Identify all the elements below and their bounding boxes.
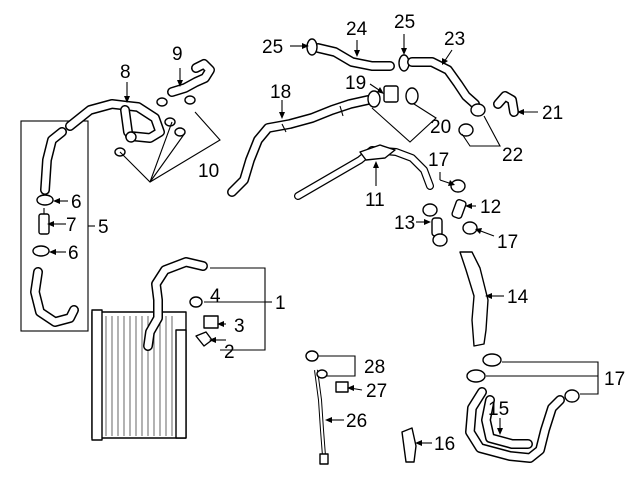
coolant-hose-5 — [30, 127, 79, 327]
fitting-3 — [203, 315, 219, 329]
callout-6-upper: 6 — [71, 192, 82, 213]
callout-15: 15 — [488, 399, 509, 420]
connector-12 — [451, 198, 467, 220]
hose-clamp-22-a — [470, 103, 486, 117]
callout-21: 21 — [542, 103, 563, 124]
hose-clamp-17-mid-b — [462, 221, 478, 235]
callout-23: 23 — [444, 29, 465, 50]
coolant-hose-9 — [167, 59, 215, 97]
group-5-bracket — [20, 120, 95, 332]
callout-25-left: 25 — [262, 37, 283, 58]
hose-clamp-17-lower-b — [466, 369, 486, 383]
callout-12: 12 — [480, 197, 501, 218]
connector-19 — [383, 85, 399, 103]
callout-17-mid: 17 — [497, 232, 518, 253]
coolant-pipe-11 — [294, 144, 434, 200]
hose-clamp-17-upper — [450, 179, 466, 193]
callout-11: 11 — [365, 190, 385, 211]
seal-rings-10 — [114, 95, 221, 183]
hose-clamp-17-lower-a — [482, 353, 502, 367]
plug-27 — [335, 381, 349, 393]
callout-26: 26 — [346, 411, 367, 432]
seal-28-b — [316, 369, 328, 379]
hose-clamp-13 — [422, 203, 438, 217]
coolant-pipe-14 — [459, 251, 489, 347]
callout-4: 4 — [210, 286, 221, 307]
callout-17-lower: 17 — [604, 369, 625, 390]
callout-16: 16 — [434, 434, 455, 455]
callout-14: 14 — [507, 287, 529, 308]
callout-27: 27 — [366, 381, 387, 402]
callout-20: 20 — [430, 117, 451, 138]
callout-19: 19 — [345, 73, 366, 94]
bracket-16 — [401, 427, 417, 463]
callout-25-right: 25 — [394, 12, 415, 33]
callout-10: 10 — [198, 161, 219, 182]
callout-8: 8 — [120, 62, 131, 83]
coolant-hose-15 — [465, 387, 565, 463]
hose-clamp-20-b — [405, 87, 419, 105]
seal-ring-4 — [189, 296, 203, 308]
callout-17-upper: 17 — [428, 150, 449, 171]
callout-22: 22 — [502, 145, 523, 166]
hose-clamp-17-mid-a — [432, 233, 448, 247]
callout-numbers: 1 2 3 4 5 6 7 6 8 9 10 11 12 13 14 15 16… — [66, 12, 625, 455]
hose-clamp-20-a — [367, 90, 381, 108]
callout-2: 2 — [224, 342, 235, 363]
callout-3: 3 — [234, 316, 245, 337]
clip-2 — [195, 331, 213, 347]
pipe-26 — [314, 369, 329, 465]
hose-clamp-6-lower — [32, 245, 50, 257]
coolant-hose-8 — [65, 99, 165, 143]
seal-28-a — [305, 350, 319, 362]
coolant-hose-24 — [313, 43, 395, 71]
callout-13: 13 — [394, 213, 415, 234]
coolant-hose-21 — [493, 91, 519, 117]
radiator — [91, 309, 187, 441]
hose-clamp-6-upper — [36, 194, 54, 206]
callout-24: 24 — [346, 19, 368, 40]
callout-28: 28 — [364, 357, 385, 378]
coolant-hose-23 — [407, 57, 480, 109]
callout-18: 18 — [270, 82, 291, 103]
connector-7 — [38, 208, 50, 235]
callout-7: 7 — [66, 215, 77, 236]
hose-clamp-22-b — [458, 123, 474, 137]
coolant-hose-4 — [143, 257, 208, 351]
callout-1: 1 — [275, 293, 286, 314]
callout-9: 9 — [172, 44, 183, 65]
connector-13 — [431, 217, 443, 237]
leader-lines — [47, 34, 538, 446]
callout-5: 5 — [98, 217, 109, 238]
coolant-hose-18 — [227, 95, 373, 197]
callout-6-lower: 6 — [68, 243, 79, 264]
hose-clamp-25-left — [306, 38, 318, 56]
hose-clamp-17-lower-c — [564, 389, 580, 403]
